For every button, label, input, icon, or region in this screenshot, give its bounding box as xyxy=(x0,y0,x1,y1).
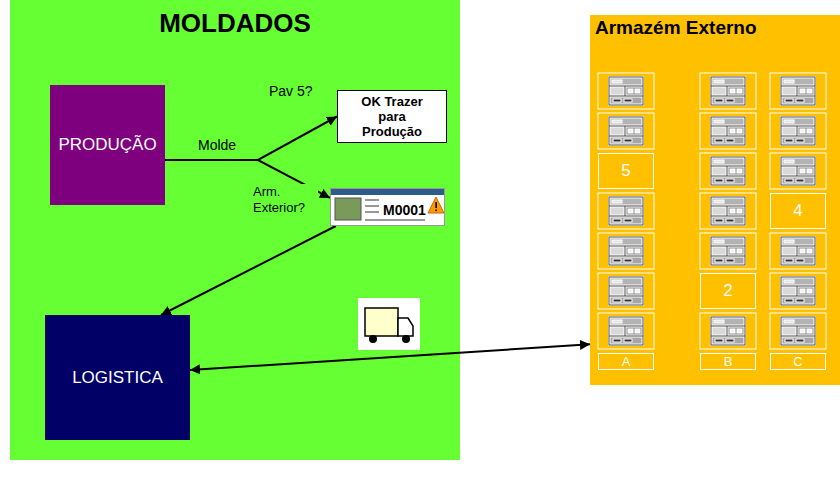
flow-arrow xyxy=(190,344,590,370)
box-text: LOGISTICA xyxy=(72,368,163,388)
box-text: OK Trazer para Produção xyxy=(356,94,428,139)
box-text: M0001 xyxy=(383,202,426,218)
column-letter: C xyxy=(770,353,826,370)
truck-icon xyxy=(358,298,420,350)
process-box: LOGISTICA xyxy=(45,315,190,440)
slot-number: 2 xyxy=(700,273,756,309)
edge-label: Pav 5? xyxy=(268,83,314,99)
process-box: PRODUÇÃO xyxy=(50,85,165,205)
column-letter: B xyxy=(700,353,756,370)
slot-number: 5 xyxy=(598,153,654,189)
department-region: MOLDADOS PRODUÇÃO OK Trazer para ProduçãoM… xyxy=(10,0,460,460)
shelf-grid xyxy=(598,73,826,349)
destination-box: OK Trazer para Produção xyxy=(337,90,447,143)
box-text: PRODUÇÃO xyxy=(58,135,156,155)
flow-arrow xyxy=(165,117,337,161)
flow-label: Molde xyxy=(198,137,236,153)
column-letter: A xyxy=(598,353,654,370)
edge-label: Arm. Exterior? xyxy=(252,184,318,216)
flow-arrow xyxy=(161,226,336,315)
region-title: Armazém Externo xyxy=(595,17,840,39)
mold-tag: M0001 xyxy=(330,188,445,226)
region-fill xyxy=(10,0,460,460)
region-title: MOLDADOS xyxy=(10,8,460,39)
slot-number: 4 xyxy=(770,193,826,229)
region-fill xyxy=(590,15,840,385)
